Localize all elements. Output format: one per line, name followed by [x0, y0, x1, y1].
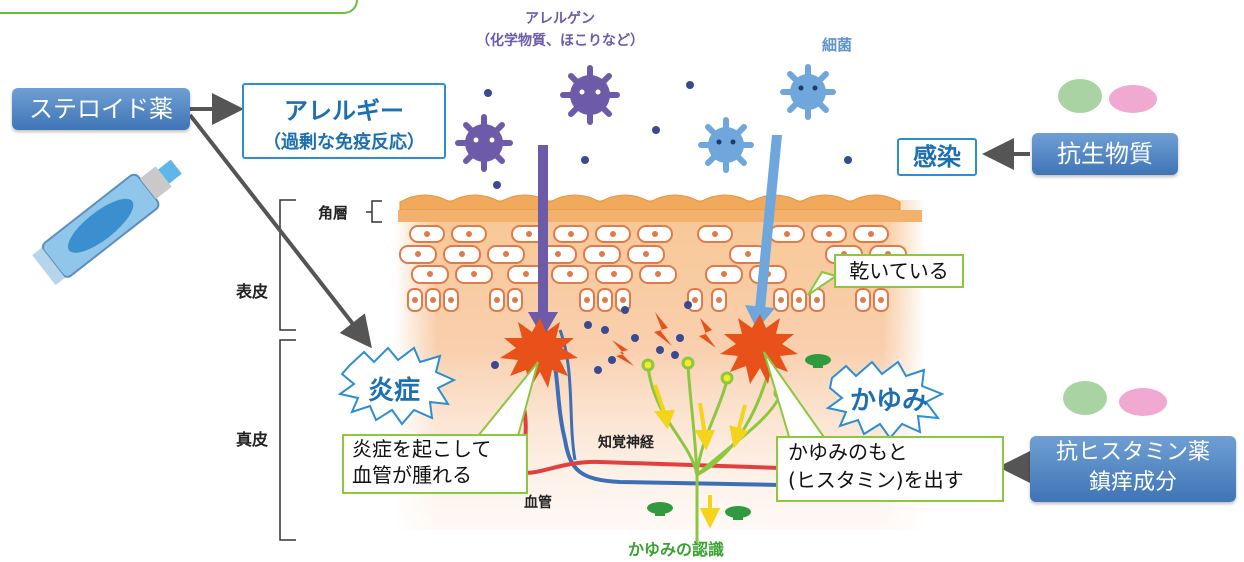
- stratum-corneum-scales: [399, 194, 901, 211]
- allergen-subtitle: （化学物質、ほこりなど）: [476, 33, 644, 49]
- itch-callout-shape: [825, 360, 945, 440]
- itch-source-line2: (ヒスタミン)を出す: [788, 468, 964, 492]
- antibiotic-button[interactable]: 抗生物質: [1032, 133, 1178, 175]
- dry-label: 乾いている: [834, 254, 964, 288]
- lightning-marks: [612, 312, 716, 366]
- antihistamine-token: [647, 354, 831, 520]
- infection-callout: 感染: [897, 138, 977, 176]
- antihistamine-button[interactable]: 抗ヒスタミン薬 鎮痒成分: [1030, 436, 1236, 502]
- allergy-subtitle: （過剰な免疫反応）: [263, 132, 425, 153]
- itch-source-line1: かゆみのもと: [788, 440, 908, 464]
- dermis-label: 真皮: [236, 430, 269, 449]
- ointment-tube-icon: [32, 159, 182, 286]
- allergen-title: アレルゲン: [525, 11, 595, 27]
- allergy-callout: アレルギー （過剰な免疫反応）: [242, 83, 446, 159]
- antihistamine-line1: 抗ヒスタミン薬: [1055, 440, 1210, 465]
- vessel-label: 血管: [524, 495, 552, 511]
- steroid-button[interactable]: ステロイド薬: [12, 88, 190, 130]
- itch-label: かゆみ: [850, 386, 929, 416]
- stratum-corneum-label: 角層: [318, 204, 349, 222]
- itch-recognition-label: かゆみの認識: [628, 540, 725, 559]
- inflammation-note-line2: 血管が腫れる: [352, 463, 472, 487]
- epidermis-label: 表皮: [236, 282, 269, 301]
- signal-arrows: [653, 384, 749, 529]
- layer-brackets: [279, 199, 382, 541]
- histamine-burst: [720, 314, 798, 384]
- inflammation-note: 炎症を起こして 血管が腫れる: [342, 434, 528, 494]
- pill-icon: [1058, 79, 1167, 416]
- inflammation-callout-shape: [337, 346, 457, 426]
- connector-arrows: [188, 93, 1030, 483]
- particles: [484, 81, 852, 374]
- bacteria-germ: [698, 64, 836, 173]
- nerve-label: 知覚神経: [598, 435, 654, 451]
- inflammation-note-line1: 炎症を起こして: [352, 437, 492, 461]
- antihistamine-line2: 鎮痒成分: [1088, 470, 1177, 495]
- allergen-germ: [455, 65, 620, 172]
- itch-source-note: かゆみのもと (ヒスタミン)を出す: [776, 436, 1004, 502]
- allergy-title: アレルギー: [284, 97, 404, 125]
- bacteria-label: 細菌: [822, 36, 853, 54]
- inflammation-label: 炎症: [368, 376, 421, 406]
- inflammation-burst: [500, 318, 578, 388]
